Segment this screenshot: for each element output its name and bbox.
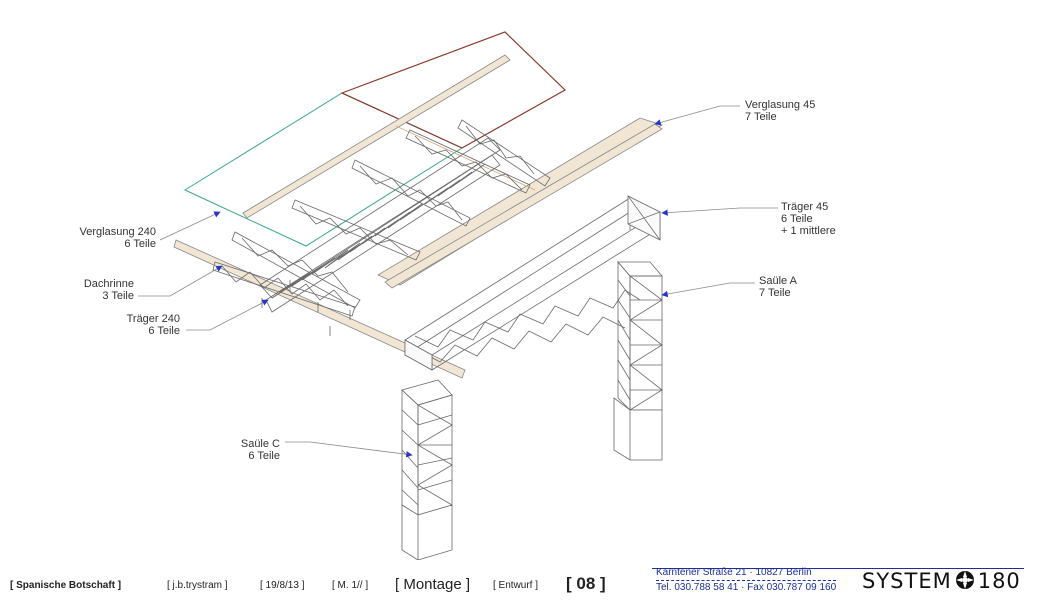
office-address: Kärntener Straße 21 · 10827 Berlin Tel. … bbox=[656, 566, 837, 594]
logo-text-right: 180 bbox=[977, 569, 1021, 593]
label-saeule-a: Saüle A 7 Teile bbox=[759, 275, 797, 299]
glass-panel-brown bbox=[340, 31, 566, 149]
saeule-c-column bbox=[401, 379, 453, 560]
label-verglasung-240: Verglasung 240 6 Teile bbox=[79, 226, 156, 250]
leader-lines bbox=[138, 105, 778, 458]
author: [ j.b.trystram ] bbox=[167, 580, 228, 591]
label-saeule-c: Saüle C 6 Teile bbox=[240, 438, 280, 462]
saeule-a-column bbox=[613, 260, 663, 461]
phase: [ Montage ] bbox=[395, 576, 471, 593]
roof-truss-grid bbox=[212, 119, 551, 336]
address-rule bbox=[652, 568, 1024, 569]
date: [ 19/8/13 ] bbox=[260, 580, 305, 591]
scale: [ M. 1// ] bbox=[332, 580, 369, 591]
label-traeger-45: Träger 45 6 Teile + 1 mittlere bbox=[781, 201, 836, 237]
label-verglasung-45: Verglasung 45 7 Teile bbox=[745, 99, 816, 123]
label-traeger-240: Träger 240 6 Teile bbox=[126, 313, 180, 337]
system-180-logo: SYSTEM 180 bbox=[862, 569, 1021, 593]
logo-text-left: SYSTEM bbox=[862, 569, 952, 593]
sheet-number: [ 08 ] bbox=[566, 574, 606, 593]
status: [ Entwurf ] bbox=[493, 580, 539, 591]
traeger-45-truss bbox=[404, 195, 661, 371]
label-dachrinne: Dachrinne 3 Teile bbox=[83, 278, 134, 302]
phone-line: Tel. 030.788 58 41 · Fax 030.787 09 160 bbox=[656, 582, 837, 593]
address-line: Kärntener Straße 21 · 10827 Berlin bbox=[656, 566, 837, 581]
project-name: [ Spanische Botschaft ] bbox=[10, 580, 122, 591]
profile-bars bbox=[173, 54, 663, 379]
logo-mark-icon bbox=[955, 571, 974, 589]
isometric-assembly-drawing bbox=[138, 31, 778, 560]
title-block-footer: [ Spanische Botschaft ] [ j.b.trystram ]… bbox=[0, 566, 1040, 600]
